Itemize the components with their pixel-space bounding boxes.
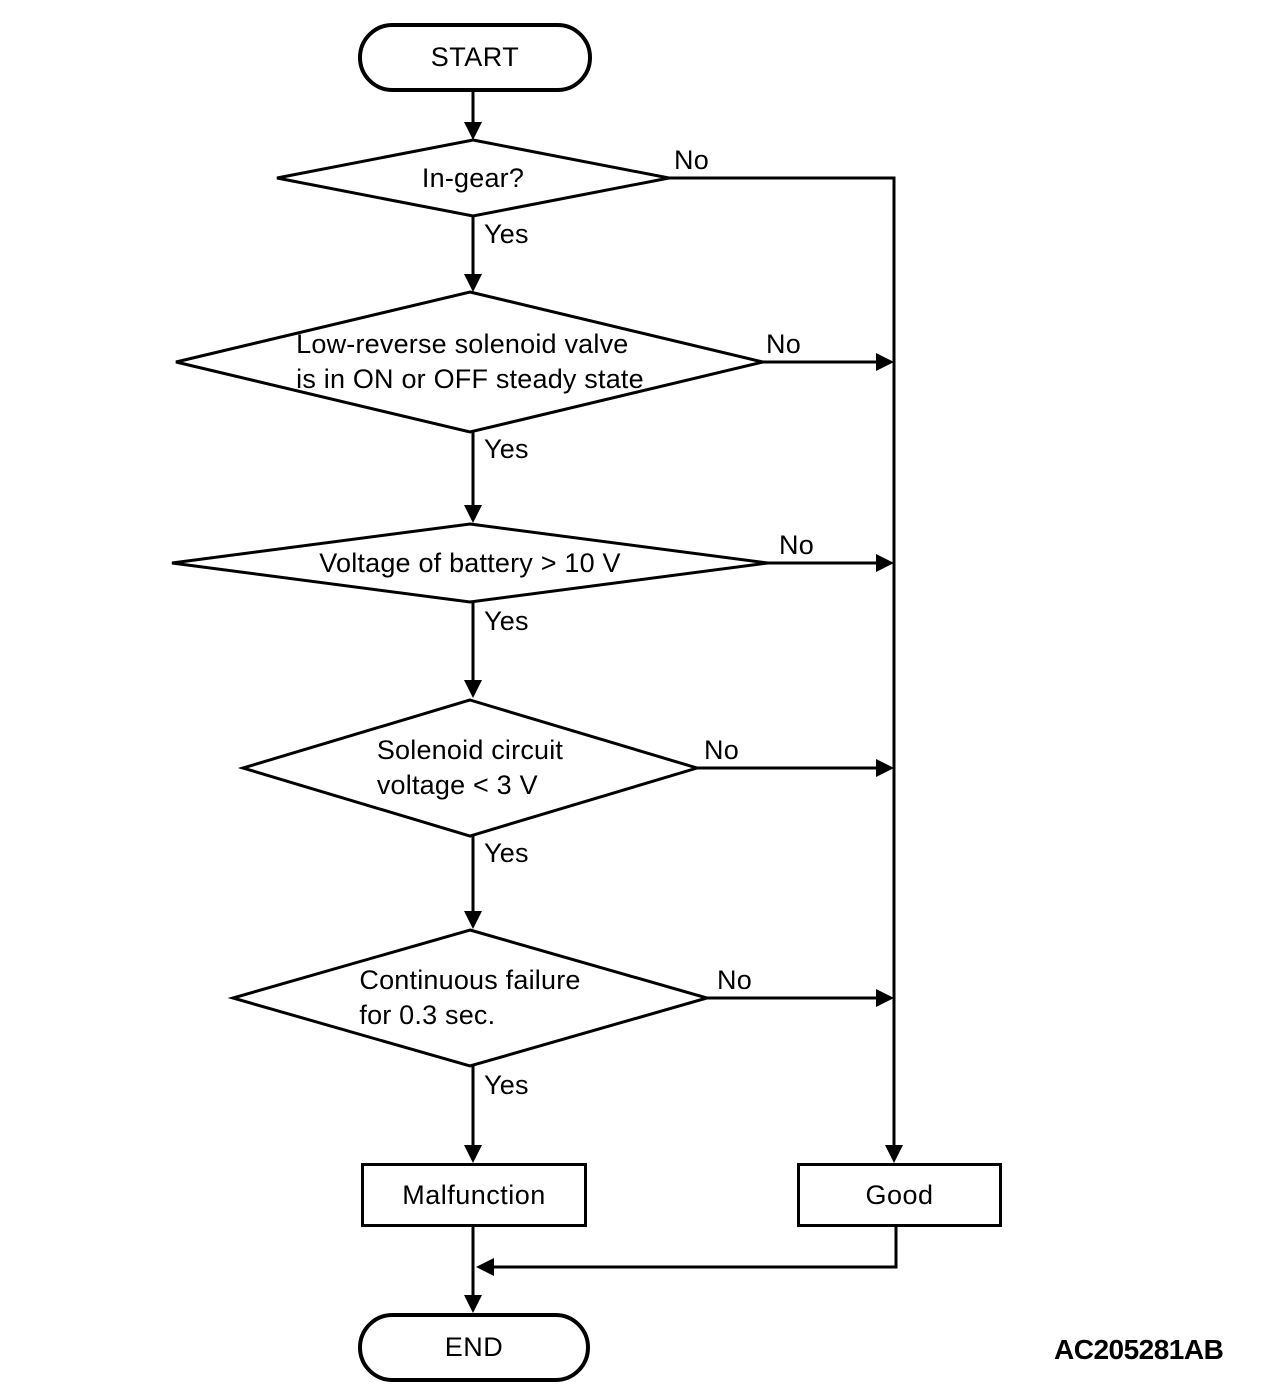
decision-in-gear <box>276 138 670 218</box>
arrowhead-no-circuit-voltage <box>876 759 894 777</box>
arrow-good-to-merge <box>492 1227 898 1269</box>
no-bus-line <box>660 176 896 1147</box>
no-label-in-gear: No <box>674 145 709 175</box>
end-label: END <box>444 1332 504 1362</box>
arrowhead-yes-battery-voltage <box>464 680 482 698</box>
arrowhead-merge-left <box>476 1258 494 1276</box>
no-label-continuous-failure: No <box>717 965 752 995</box>
arrowhead-yes-ingear <box>464 274 482 292</box>
decision-solenoid-circuit-voltage <box>237 698 703 838</box>
arrowhead-yes-solenoid-steady <box>464 505 482 523</box>
arrowhead-into-good <box>885 1145 903 1163</box>
malfunction-label: Malfunction <box>402 1179 546 1210</box>
no-label-circuit-voltage: No <box>704 735 739 765</box>
start-terminator: START <box>358 23 592 92</box>
end-terminator: END <box>358 1313 590 1382</box>
no-label-battery-voltage: No <box>779 530 814 560</box>
decision-battery-voltage <box>171 522 769 604</box>
arrowhead-start-to-ingear <box>464 122 482 140</box>
arrowhead-into-end <box>464 1295 482 1313</box>
arrowhead-no-battery-voltage <box>876 554 894 572</box>
arrowhead-no-solenoid-steady <box>876 353 894 371</box>
decision-low-reverse-solenoid-steady-state <box>175 290 764 434</box>
good-label: Good <box>865 1179 934 1210</box>
yes-label-circuit-voltage: Yes <box>484 838 529 868</box>
decision-continuous-failure <box>227 928 713 1068</box>
figure-code: AC205281AB <box>1054 1334 1224 1365</box>
malfunction-box: Malfunction <box>361 1163 587 1227</box>
arrowhead-yes-circuit-voltage <box>464 911 482 929</box>
arrowhead-into-malfunction <box>464 1145 482 1163</box>
yes-label-battery-voltage: Yes <box>484 606 529 636</box>
start-label: START <box>430 42 520 72</box>
yes-label-continuous-failure: Yes <box>484 1070 529 1100</box>
yes-label-in-gear: Yes <box>484 219 529 249</box>
arrowhead-no-continuous-failure <box>876 989 894 1007</box>
no-label-solenoid-steady: No <box>766 329 801 359</box>
good-box: Good <box>797 1163 1002 1227</box>
yes-label-solenoid-steady: Yes <box>484 434 529 464</box>
